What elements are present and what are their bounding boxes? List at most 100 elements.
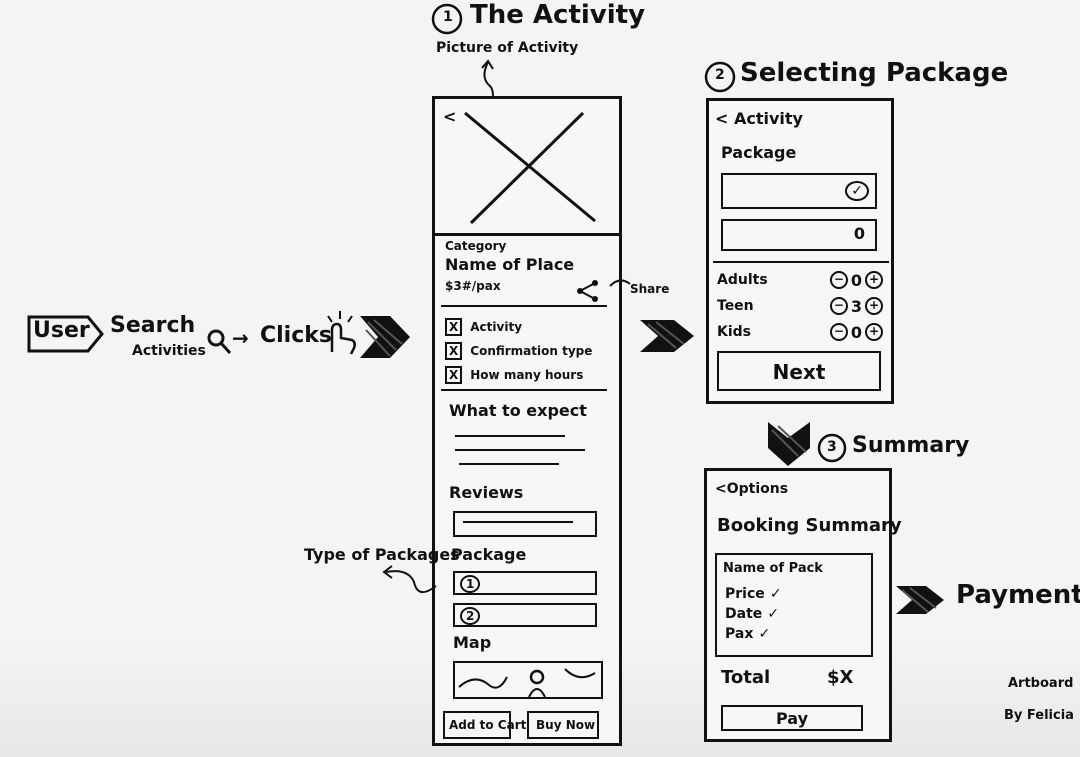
credit-line-2: By Felicia [1004,708,1074,723]
add-to-cart-button[interactable]: Add to Cart [443,711,526,739]
screen-1-frame: < Category Name of Place $3#/pax X Activ… [432,96,622,746]
feature-item: X Activity [445,315,592,339]
summary-card: Name of Pack Price ✓ Date ✓ Pax ✓ [715,553,873,657]
divider [441,305,607,307]
summary-row: Price ✓ [725,586,782,602]
buy-now-label: Buy Now [536,718,596,732]
buy-now-button[interactable]: Buy Now [527,711,599,739]
back-chevron[interactable]: < [443,107,457,126]
package-option-selected[interactable]: ✓ [721,173,877,209]
radio-checked-icon: ✓ [845,181,869,201]
annotation-arrow-icon [382,565,437,593]
step-3-circle-icon [817,433,847,463]
next-button[interactable]: Next [717,351,881,391]
summary-row: Date ✓ [725,606,780,622]
step-3-number: 3 [827,439,837,455]
feature-check-icon: X [445,342,463,360]
counter-value: 0 [850,270,862,290]
flow-arrow-down-icon [768,422,810,466]
share-icon[interactable] [575,279,603,303]
package-number: 2 [460,607,481,625]
add-to-cart-label: Add to Cart [449,718,527,732]
flow-arrow-icon [640,320,694,352]
picture-note: Picture of Activity [436,40,579,56]
package-option[interactable]: 2 [453,603,597,627]
map-preview[interactable] [453,661,603,699]
step-2-circle-icon [704,61,736,93]
text-line [463,521,573,523]
pack-name: Name of Pack [723,561,823,576]
package-heading: Package [451,545,527,564]
reviews-heading: Reviews [449,483,524,502]
feature-label: Activity [470,320,523,334]
screen-2-frame: < Activity Package ✓ 0 Adults − 0 + Teen… [706,98,894,404]
feature-item: X How many hours [445,363,592,387]
map-heading: Map [453,633,492,652]
summary-rows: Price ✓ Date ✓ Pax ✓ [725,583,782,643]
step-2-number: 2 [715,67,725,83]
clicks-label: Clicks [260,323,332,348]
tap-hand-icon [327,311,356,355]
category-label: Category [445,239,507,253]
image-placeholder-icon [464,111,596,225]
package-number: 1 [460,575,481,593]
what-to-expect-heading: What to expect [449,401,587,420]
counter-value: 3 [850,296,862,316]
back-to-options-link[interactable]: <Options [715,481,789,497]
counter-value: 0 [850,322,862,342]
counter-row: Kids − 0 + [717,319,883,345]
plus-button[interactable]: + [865,323,883,341]
radio-unchecked-icon: 0 [853,224,865,243]
screen-2-title: Selecting Package [740,58,1009,88]
magnifier-icon [207,329,232,355]
booking-summary-heading: Booking Summary [717,515,902,536]
plus-button[interactable]: + [865,271,883,289]
divider [441,389,607,391]
package-heading: Package [721,143,797,162]
package-option[interactable]: 1 [453,571,597,595]
flow-arrow-icon [896,586,944,614]
counter-label: Kids [717,324,752,340]
place-name: Name of Place [445,255,575,274]
pay-label: Pay [775,709,809,728]
check-icon: ✓ [758,626,771,642]
text-line [455,449,585,451]
user-tag-icon [27,315,104,353]
feature-item: X Confirmation type [445,339,592,363]
review-card[interactable] [453,511,597,537]
credit-line-1: Artboard [1008,676,1074,691]
feature-list: X Activity X Confirmation type X How man… [445,315,592,387]
feature-check-icon: X [445,318,463,336]
step-1-number: 1 [443,9,453,25]
screen-3-frame: <Options Booking Summary Name of Pack Pr… [704,468,902,742]
payment-label: Payment! [956,580,1080,610]
counter-row: Teen − 3 + [717,293,883,319]
plus-button[interactable]: + [865,297,883,315]
minus-button[interactable]: − [829,323,848,341]
feature-check-icon: X [445,366,463,384]
pax-counters: Adults − 0 + Teen − 3 + Kids − 0 + [717,267,883,345]
price-per-pax: $3#/pax [445,279,501,293]
screen-3-title: Summary [852,433,970,458]
feature-label: How many hours [470,368,584,382]
minus-button[interactable]: − [829,271,848,289]
counter-label: Teen [717,298,754,314]
check-icon: ✓ [767,606,780,622]
flow-arrow-icon [360,316,410,358]
annotation-arrow-icon [609,279,631,287]
pay-button[interactable]: Pay [721,705,863,731]
total-label: Total [721,667,771,688]
search-label: Search [110,313,196,338]
package-option[interactable]: 0 [721,219,877,251]
text-line [459,463,559,465]
feature-label: Confirmation type [470,344,593,358]
step-1-circle-icon [431,3,463,35]
total-value: $X [827,667,854,688]
arrow-label: → [232,326,249,350]
minus-button[interactable]: − [829,297,848,315]
map-pin-icon [458,668,596,698]
counter-row: Adults − 0 + [717,267,883,293]
back-to-activity-link[interactable]: < Activity [715,109,803,128]
text-line [455,435,565,437]
screen-1-title: The Activity [470,0,646,30]
